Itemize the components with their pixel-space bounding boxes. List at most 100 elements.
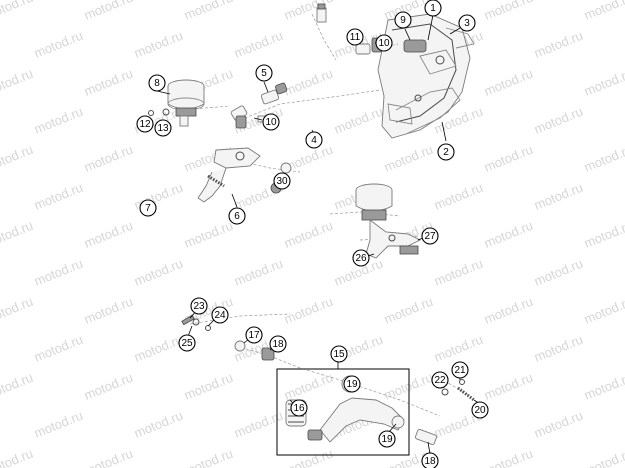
callout-circle: [305, 131, 323, 149]
callout-number: 17: [248, 330, 260, 341]
callout-circle: [255, 64, 273, 82]
callout-number: 5: [261, 68, 267, 79]
callout-number: 3: [464, 18, 470, 29]
callout-27: 27: [421, 227, 439, 245]
callout-13: 13: [154, 119, 172, 137]
callout-19: 19: [378, 430, 396, 448]
watermark-text: motod.ru: [532, 256, 585, 289]
watermark-text: motod.ru: [482, 446, 535, 468]
watermark-text: motod.ru: [32, 28, 85, 61]
callout-circle: [421, 227, 439, 245]
small-hardware: [181, 314, 211, 331]
watermark-text: motod.ru: [482, 142, 535, 175]
callout-number: 10: [378, 38, 390, 49]
callout-30: 30: [273, 172, 291, 190]
watermark-text: motod.ru: [82, 142, 135, 175]
callout-number: 6: [234, 211, 240, 222]
callout-circle: [273, 172, 291, 190]
watermark-text: motod.ru: [382, 142, 435, 175]
callout-17: 17: [245, 326, 263, 344]
watermark-text: motod.ru: [0, 0, 35, 23]
watermark-text: motod.ru: [282, 218, 335, 251]
assembly-box: [276, 368, 410, 456]
callout-20: 20: [471, 401, 489, 419]
callout-5: 5: [255, 64, 273, 82]
callout-circle: [458, 14, 476, 32]
callout-7: 7: [139, 199, 157, 217]
callout-circle: [378, 430, 396, 448]
callout-circle: [178, 334, 196, 352]
watermark-text: motod.ru: [82, 218, 135, 251]
callout-number: 27: [424, 231, 436, 242]
callout-circle: [136, 115, 154, 133]
callout-number: 10: [265, 117, 277, 128]
watermark-text: motod.ru: [32, 180, 85, 213]
parts-line-art: [148, 3, 481, 456]
callout-16: 16: [290, 399, 308, 417]
callout-circle: [245, 326, 263, 344]
callout-number: 18: [424, 456, 436, 467]
watermark-text: motod.ru: [132, 28, 185, 61]
watermark-text: motod.ru: [132, 256, 185, 289]
callout-1: 1: [424, 0, 442, 17]
callout-number: 4: [311, 135, 317, 146]
watermark-text: motod.ru: [132, 408, 185, 441]
callout-10: 10: [262, 113, 280, 131]
watermark-text: motod.ru: [532, 28, 585, 61]
callout-number: 30: [276, 176, 288, 187]
callout-21: 21: [451, 361, 469, 379]
watermark-text: motod.ru: [0, 294, 35, 327]
watermark-text: motod.ru: [282, 446, 335, 468]
callout-number: 8: [154, 78, 160, 89]
callout-23: 23: [190, 297, 208, 315]
callout-8: 8: [148, 74, 166, 92]
watermark-text: motod.ru: [532, 104, 585, 137]
callout-number: 16: [293, 403, 305, 414]
callout-circle: [394, 11, 412, 29]
watermark-text: motod.ru: [0, 446, 35, 468]
callout-circle: [290, 399, 308, 417]
watermark-text: motod.ru: [482, 0, 535, 23]
callout-number: 19: [346, 379, 358, 390]
spring-assembly: [441, 379, 475, 402]
callout-circle: [262, 113, 280, 131]
watermark-text: motod.ru: [282, 66, 335, 99]
callout-24: 24: [211, 306, 229, 324]
callout-circle: [190, 297, 208, 315]
watermark-text: motod.ru: [482, 294, 535, 327]
callout-circle: [139, 199, 157, 217]
callout-number: 19: [381, 434, 393, 445]
watermark-text: motod.ru: [282, 294, 335, 327]
watermark-text: motod.ru: [182, 218, 235, 251]
watermark-text: motod.ru: [232, 256, 285, 289]
callout-19: 19: [343, 375, 361, 393]
callout-9: 9: [394, 11, 412, 29]
watermark-text: motod.ru: [32, 256, 85, 289]
watermark-text: motod.ru: [482, 218, 535, 251]
watermark-text: motod.ru: [32, 408, 85, 441]
watermark-text: motod.ru: [32, 104, 85, 137]
callout-number: 7: [145, 203, 151, 214]
callout-number: 2: [443, 147, 449, 158]
watermark-text: motod.ru: [432, 332, 485, 365]
callout-circle: [211, 306, 229, 324]
watermark-text: motod.ru: [582, 370, 625, 403]
watermark-text: motod.ru: [382, 370, 435, 403]
callout-number: 12: [139, 119, 151, 130]
reservoir: [148, 79, 205, 127]
watermark-text: motod.ru: [382, 294, 435, 327]
callout-circle: [437, 143, 455, 161]
watermark-text: motod.ru: [132, 332, 185, 365]
callout-number: 23: [193, 301, 205, 312]
watermark-text: motod.ru: [332, 104, 385, 137]
callout-circle: [431, 371, 449, 389]
watermark-text: motod.ru: [82, 294, 135, 327]
watermark-text: motod.ru: [0, 142, 35, 175]
watermark-text: motod.ru: [582, 218, 625, 251]
callout-6: 6: [228, 207, 246, 225]
callout-3: 3: [458, 14, 476, 32]
rear-reservoir-assembly: [355, 183, 422, 259]
callout-circle: [352, 249, 370, 267]
